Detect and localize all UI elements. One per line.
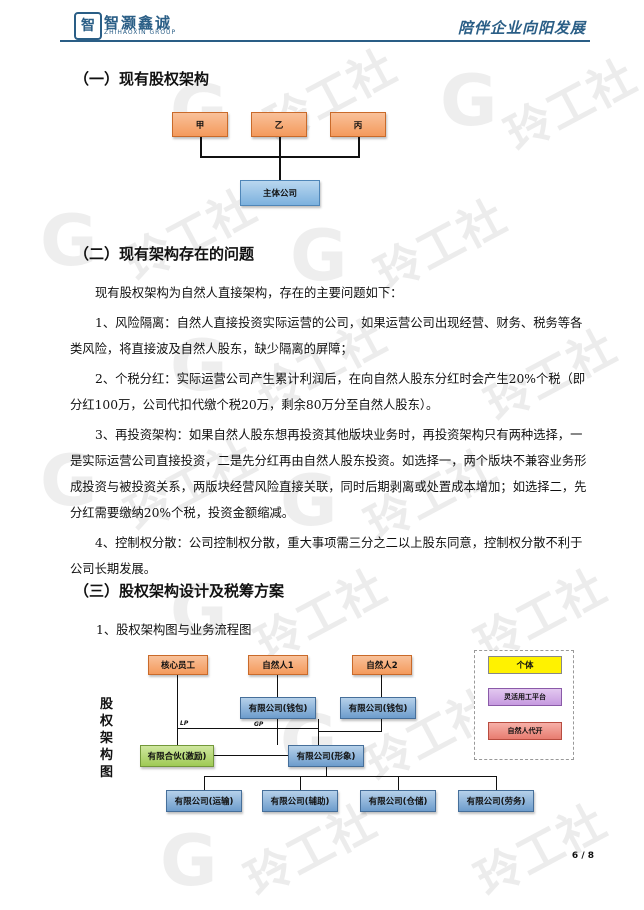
header-slogan: 陪伴企业向阳发展 (457, 19, 586, 37)
main-company-box: 有限公司(形象) (288, 745, 364, 767)
problem-paragraph: 3、再投资架构：如果自然人股东想再投资其他版块业务时，再投资架构只有两种选择，一… (70, 428, 587, 520)
connector-line (318, 731, 382, 732)
connector-line (200, 137, 202, 157)
intro-paragraph: 现有股权架构为自然人直接架构，存在的主要问题如下： (95, 286, 403, 300)
section-title: （二）现有架构存在的问题 (74, 245, 255, 263)
connector-line (279, 156, 281, 180)
section-title: （三）股权架构设计及税筹方案 (74, 582, 285, 600)
connector-line (277, 675, 278, 697)
connector-line (214, 755, 288, 756)
subsidiary-box: 有限公司(运输) (166, 790, 242, 812)
connector-line (204, 776, 205, 790)
entity-box: 主体公司 (240, 180, 320, 206)
connector-line (204, 776, 496, 777)
problem-paragraph: 1、风险隔离：自然人直接投资实际运营的公司，如果运营公司出现经营、财务、税务等各… (70, 316, 583, 356)
person-box: 自然人1 (248, 655, 308, 675)
connector-line (279, 137, 281, 157)
watermark-g-logo: G (170, 570, 228, 652)
connector-line (398, 776, 399, 790)
header-divider (60, 40, 590, 42)
shareholder-box: 丙 (330, 112, 386, 137)
page-number: 6 / 8 (571, 851, 594, 861)
connector-line (358, 137, 360, 157)
problem-paragraph: 2、个税分红：实际运营公司产生累计利润后，在向自然人股东分红时会产生20%个税（… (70, 372, 586, 412)
figure-subtitle: 1、股权架构图与业务流程图 (96, 623, 252, 637)
company-logo-name: 智灏鑫诚 (104, 14, 173, 32)
legend-item-individual: 个体 (488, 656, 562, 674)
subsidiary-box: 有限公司(劳务) (458, 790, 534, 812)
connector-line (177, 675, 178, 745)
legend-item-invoice: 自然人代开 (488, 722, 562, 740)
connector-line (300, 776, 301, 790)
holding-company-box: 有限公司(钱包) (240, 697, 316, 719)
problem-paragraph: 4、控制权分散：公司控制权分散，重大事项需三分之二以上股东同意，控制权分散不利于… (70, 536, 583, 576)
connector-line (496, 776, 497, 790)
connector-line (381, 719, 382, 731)
watermark-g-logo: G (290, 215, 348, 297)
connector-line (381, 675, 382, 697)
person-box: 自然人2 (352, 655, 412, 675)
subsidiary-box: 有限公司(辅助) (262, 790, 338, 812)
holding-company-box: 有限公司(钱包) (340, 697, 416, 719)
company-logo-icon: 智 (74, 12, 102, 40)
core-staff-box: 核心员工 (148, 655, 208, 675)
section-title: （一）现有股权架构 (74, 70, 210, 88)
watermark-g-logo: G (40, 200, 98, 282)
company-logo-english: ZHIHAOXIN GROUP (104, 29, 177, 36)
lp-tag: LP (180, 720, 189, 727)
connector-line (326, 767, 327, 777)
connector-line (277, 719, 278, 745)
watermark-g-logo: G (280, 460, 338, 542)
watermark-g-logo: G (170, 70, 228, 152)
watermark-g-logo: G (160, 820, 218, 902)
connector-line (178, 728, 318, 729)
partnership-box: 有限合伙(激励) (140, 745, 214, 767)
connector-line (318, 719, 319, 745)
side-label: 股 权 架 构 图 (100, 697, 114, 780)
legend-item-platform: 灵活用工平台 (488, 688, 562, 706)
shareholder-box: 甲 (172, 112, 228, 137)
watermark-g-logo: G (40, 440, 98, 522)
gp-tag: GP (254, 721, 264, 728)
shareholder-box: 乙 (251, 112, 307, 137)
subsidiary-box: 有限公司(仓储) (360, 790, 436, 812)
watermark-g-logo: G (170, 325, 228, 407)
watermark-g-logo: G (440, 60, 498, 142)
problems-text: 现有股权架构为自然人直接架构，存在的主要问题如下： 1、风险隔离：自然人直接投资… (70, 280, 590, 582)
watermark-text: 玲工社 (496, 49, 644, 162)
